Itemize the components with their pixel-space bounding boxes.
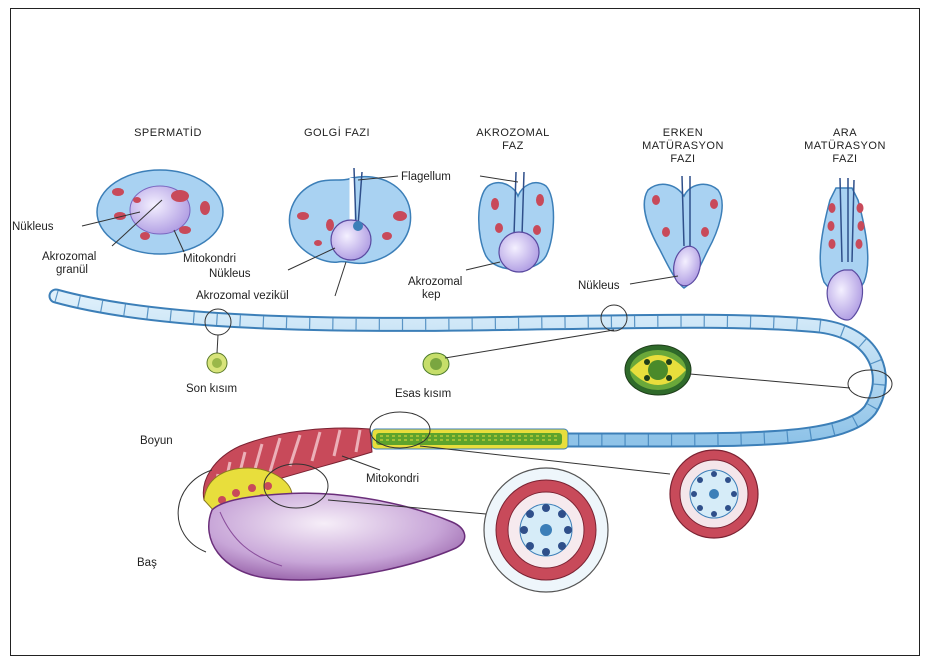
label-akrozomal-kep-2: kep (422, 289, 441, 301)
label-akrozomal-granul-2: granül (56, 264, 88, 276)
label-mitokondri-neck: Mitokondri (366, 473, 419, 485)
stage-title-ara-2: MATÜRASYON (804, 140, 886, 152)
cross-section-son-kisim (207, 353, 227, 373)
erken-maturasyon-cell (644, 176, 722, 288)
label-akrozomal-vezikul: Akrozomal vezikül (196, 290, 289, 302)
stage-title-erken-1: ERKEN (663, 127, 703, 139)
akrozomal-cell (479, 172, 554, 272)
label-nukleus-spermatid: Nükleus (12, 221, 54, 233)
label-mitokondri-spermatid: Mitokondri (183, 253, 236, 265)
label-flagellum: Flagellum (401, 171, 451, 183)
stage-title-erken-3: FAZI (670, 153, 695, 165)
label-akrozomal-kep-1: Akrozomal (408, 276, 462, 288)
stage-titles: SPERMATİD GOLGİ FAZI AKROZOMAL FAZ ERKEN… (134, 126, 886, 165)
label-bas: Baş (137, 557, 157, 569)
stage-title-golgi: GOLGİ FAZI (304, 126, 370, 139)
spermatid-cell (97, 170, 223, 254)
stage-title-akrozomal-1: AKROZOMAL (476, 127, 550, 139)
cross-section-esas-kisim (423, 353, 449, 375)
label-nukleus-golgi: Nükleus (209, 268, 251, 280)
label-nukleus-erken: Nükleus (578, 280, 620, 292)
cross-section-midpiece-small (670, 450, 758, 538)
stage-title-ara-1: ARA (833, 127, 857, 139)
stage-title-akrozomal-2: FAZ (502, 140, 524, 152)
golgi-cell (290, 168, 411, 263)
stage-title-spermatid: SPERMATİD (134, 126, 202, 139)
cross-section-principal (625, 345, 691, 395)
label-akrozomal-granul-1: Akrozomal (42, 251, 96, 263)
label-esas-kisim: Esas kısım (395, 388, 451, 400)
ara-maturasyon-cell (820, 178, 868, 320)
cross-section-midpiece-large (484, 468, 608, 592)
stage-title-ara-3: FAZI (832, 153, 857, 165)
sperm-tail (56, 296, 879, 449)
label-son-kisim: Son kısım (186, 383, 237, 395)
label-boyun: Boyun (140, 435, 173, 447)
stage-title-erken-2: MATÜRASYON (642, 140, 724, 152)
